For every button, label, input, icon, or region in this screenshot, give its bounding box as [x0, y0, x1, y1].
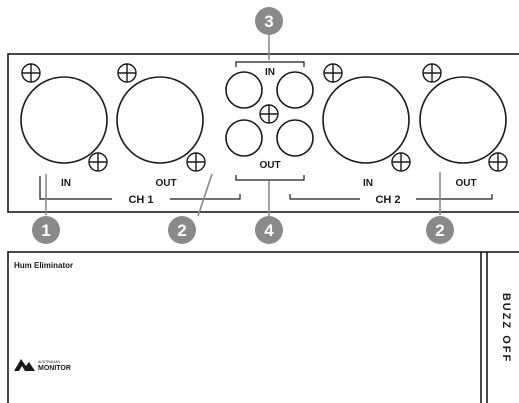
rca-in-label: IN: [265, 67, 275, 78]
ch1-in-bottom-screw-icon: [88, 152, 108, 172]
rca-in-right-jack: [276, 71, 314, 109]
ch2-group-bracket: [289, 194, 493, 200]
brand-name-large: MONITOR: [38, 365, 71, 372]
ch1-in-xlr-connector: [20, 63, 108, 172]
front-panel: Hum Eliminator AUSTRALIAN MONITOR BUZZ O…: [7, 251, 519, 403]
ch1-out-top-screw-icon: [117, 63, 137, 83]
ch2-in-label: IN: [363, 178, 373, 189]
rca-out-label: OUT: [259, 160, 280, 171]
rca-in-bracket: [235, 61, 305, 67]
marker-2b: 2: [426, 216, 454, 244]
brand-logo: AUSTRALIAN MONITOR: [14, 359, 71, 372]
ch2-in-xlr-connector: [322, 63, 411, 172]
svg-text:3: 3: [264, 12, 273, 31]
product-name: Hum Eliminator: [14, 261, 73, 270]
svg-text:1: 1: [41, 221, 50, 240]
ch2-in-top-screw-icon: [323, 63, 343, 83]
ch2-in-bottom-screw-icon: [391, 152, 411, 172]
svg-text:2: 2: [177, 221, 186, 240]
rca-out-right-jack: [276, 119, 314, 157]
callout-markers: 1 2 2 3 4: [32, 7, 454, 244]
front-panel-frame: [7, 251, 519, 403]
rca-in-left-jack: [225, 71, 263, 109]
marker-1: 1: [32, 216, 60, 244]
ch2-channel-label: CH 2: [375, 194, 400, 206]
rca-out-bracket: [235, 175, 305, 181]
ch1-channel-label: CH 1: [128, 194, 153, 206]
ch1-out-bottom-screw-icon: [186, 152, 206, 172]
marker-4: 4: [255, 216, 283, 244]
rca-connector-group: IN OUT: [225, 61, 314, 181]
ch2-out-label: OUT: [455, 178, 476, 189]
ch1-group-bracket: [39, 176, 241, 200]
rca-center-screw-icon: [259, 104, 279, 124]
marker-2a-leader: [197, 173, 213, 217]
svg-text:2: 2: [435, 221, 444, 240]
back-panel: IN OUT: [7, 53, 519, 213]
ch1-out-label: OUT: [155, 178, 176, 189]
ch1-in-top-screw-icon: [21, 63, 41, 83]
rca-out-left-jack: [225, 119, 263, 157]
ch2-out-top-screw-icon: [422, 63, 442, 83]
ch2-out-xlr-connector: [419, 63, 508, 172]
marker-3: 3: [255, 7, 283, 35]
side-brand-text: BUZZ OFF: [500, 293, 512, 363]
ch1-out-xlr-connector: [116, 63, 206, 172]
brand-name-small: AUSTRALIAN: [38, 360, 60, 364]
svg-text:4: 4: [264, 221, 274, 240]
mountain-logo-icon: [14, 359, 35, 371]
ch1-in-label: IN: [61, 178, 71, 189]
marker-2a: 2: [168, 216, 196, 244]
ch2-out-bottom-screw-icon: [488, 152, 508, 172]
